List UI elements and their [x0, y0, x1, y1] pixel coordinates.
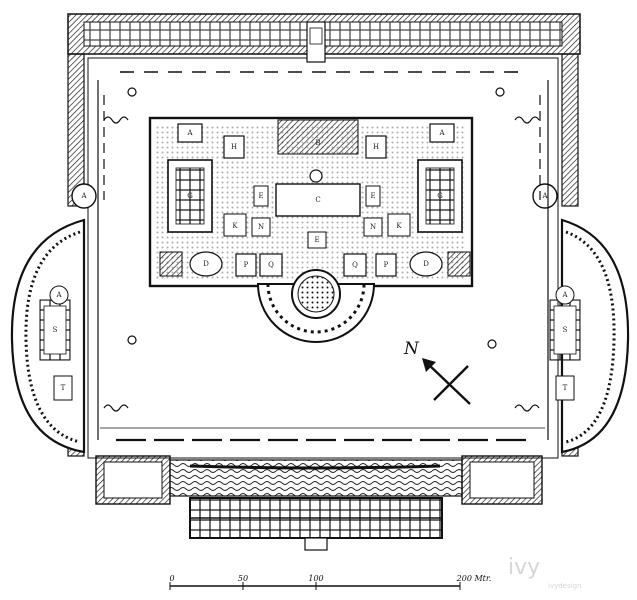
room-label: N [370, 223, 376, 231]
scale-bar: 0 50 100 200 Mtr. [169, 574, 491, 590]
room-label: Q [352, 261, 358, 269]
compass-rose: N [403, 339, 471, 405]
right-exedra [532, 183, 630, 454]
room-label: S [53, 326, 58, 334]
left-exedra [10, 183, 97, 454]
room-label: A [80, 192, 87, 200]
room-label: K [396, 222, 402, 230]
garden-paths [97, 71, 549, 442]
room-label: Q [268, 261, 274, 269]
watermark: ivy ivydesign [508, 555, 581, 590]
scale-tick-label: 50 [238, 574, 248, 583]
watermark-sub: ivydesign [548, 582, 581, 590]
room-label: E [314, 236, 319, 244]
room-label: D [423, 260, 429, 268]
room-label: N [258, 223, 264, 231]
room-label: H [231, 143, 237, 151]
room-label: P [244, 261, 249, 269]
room-label: A [541, 192, 548, 200]
watermark-brand: ivy [508, 555, 540, 580]
scale-tick-label: 0 [169, 574, 174, 583]
garden-fountains [127, 87, 505, 349]
north-label: N [403, 339, 420, 359]
scale-tick-label: 100 [308, 574, 323, 583]
room-label: G [187, 192, 193, 200]
north-arrow-icon [422, 358, 436, 372]
central-bath-block [148, 116, 474, 288]
room-label: T [61, 384, 66, 392]
room-label: K [232, 222, 238, 230]
room-label: T [563, 384, 568, 392]
room-label: B [315, 139, 320, 147]
room-label: G [437, 192, 443, 200]
room-label: A [186, 129, 193, 137]
room-label: A [438, 129, 445, 137]
room-label: E [258, 192, 263, 200]
room-label: S [563, 326, 568, 334]
room-label: P [384, 261, 389, 269]
room-label: H [373, 143, 379, 151]
room-label: A [55, 291, 62, 299]
caldarium-rotunda [256, 269, 376, 343]
room-label: A [561, 291, 568, 299]
room-labels: A B A G G C K K E E E N N D D P P Q Q H … [53, 129, 569, 392]
scale-tick-label: 200 Mtr. [456, 574, 492, 583]
room-label: E [370, 192, 375, 200]
room-label: C [315, 196, 320, 204]
room-label: D [203, 260, 209, 268]
bottom-facade [95, 455, 543, 551]
